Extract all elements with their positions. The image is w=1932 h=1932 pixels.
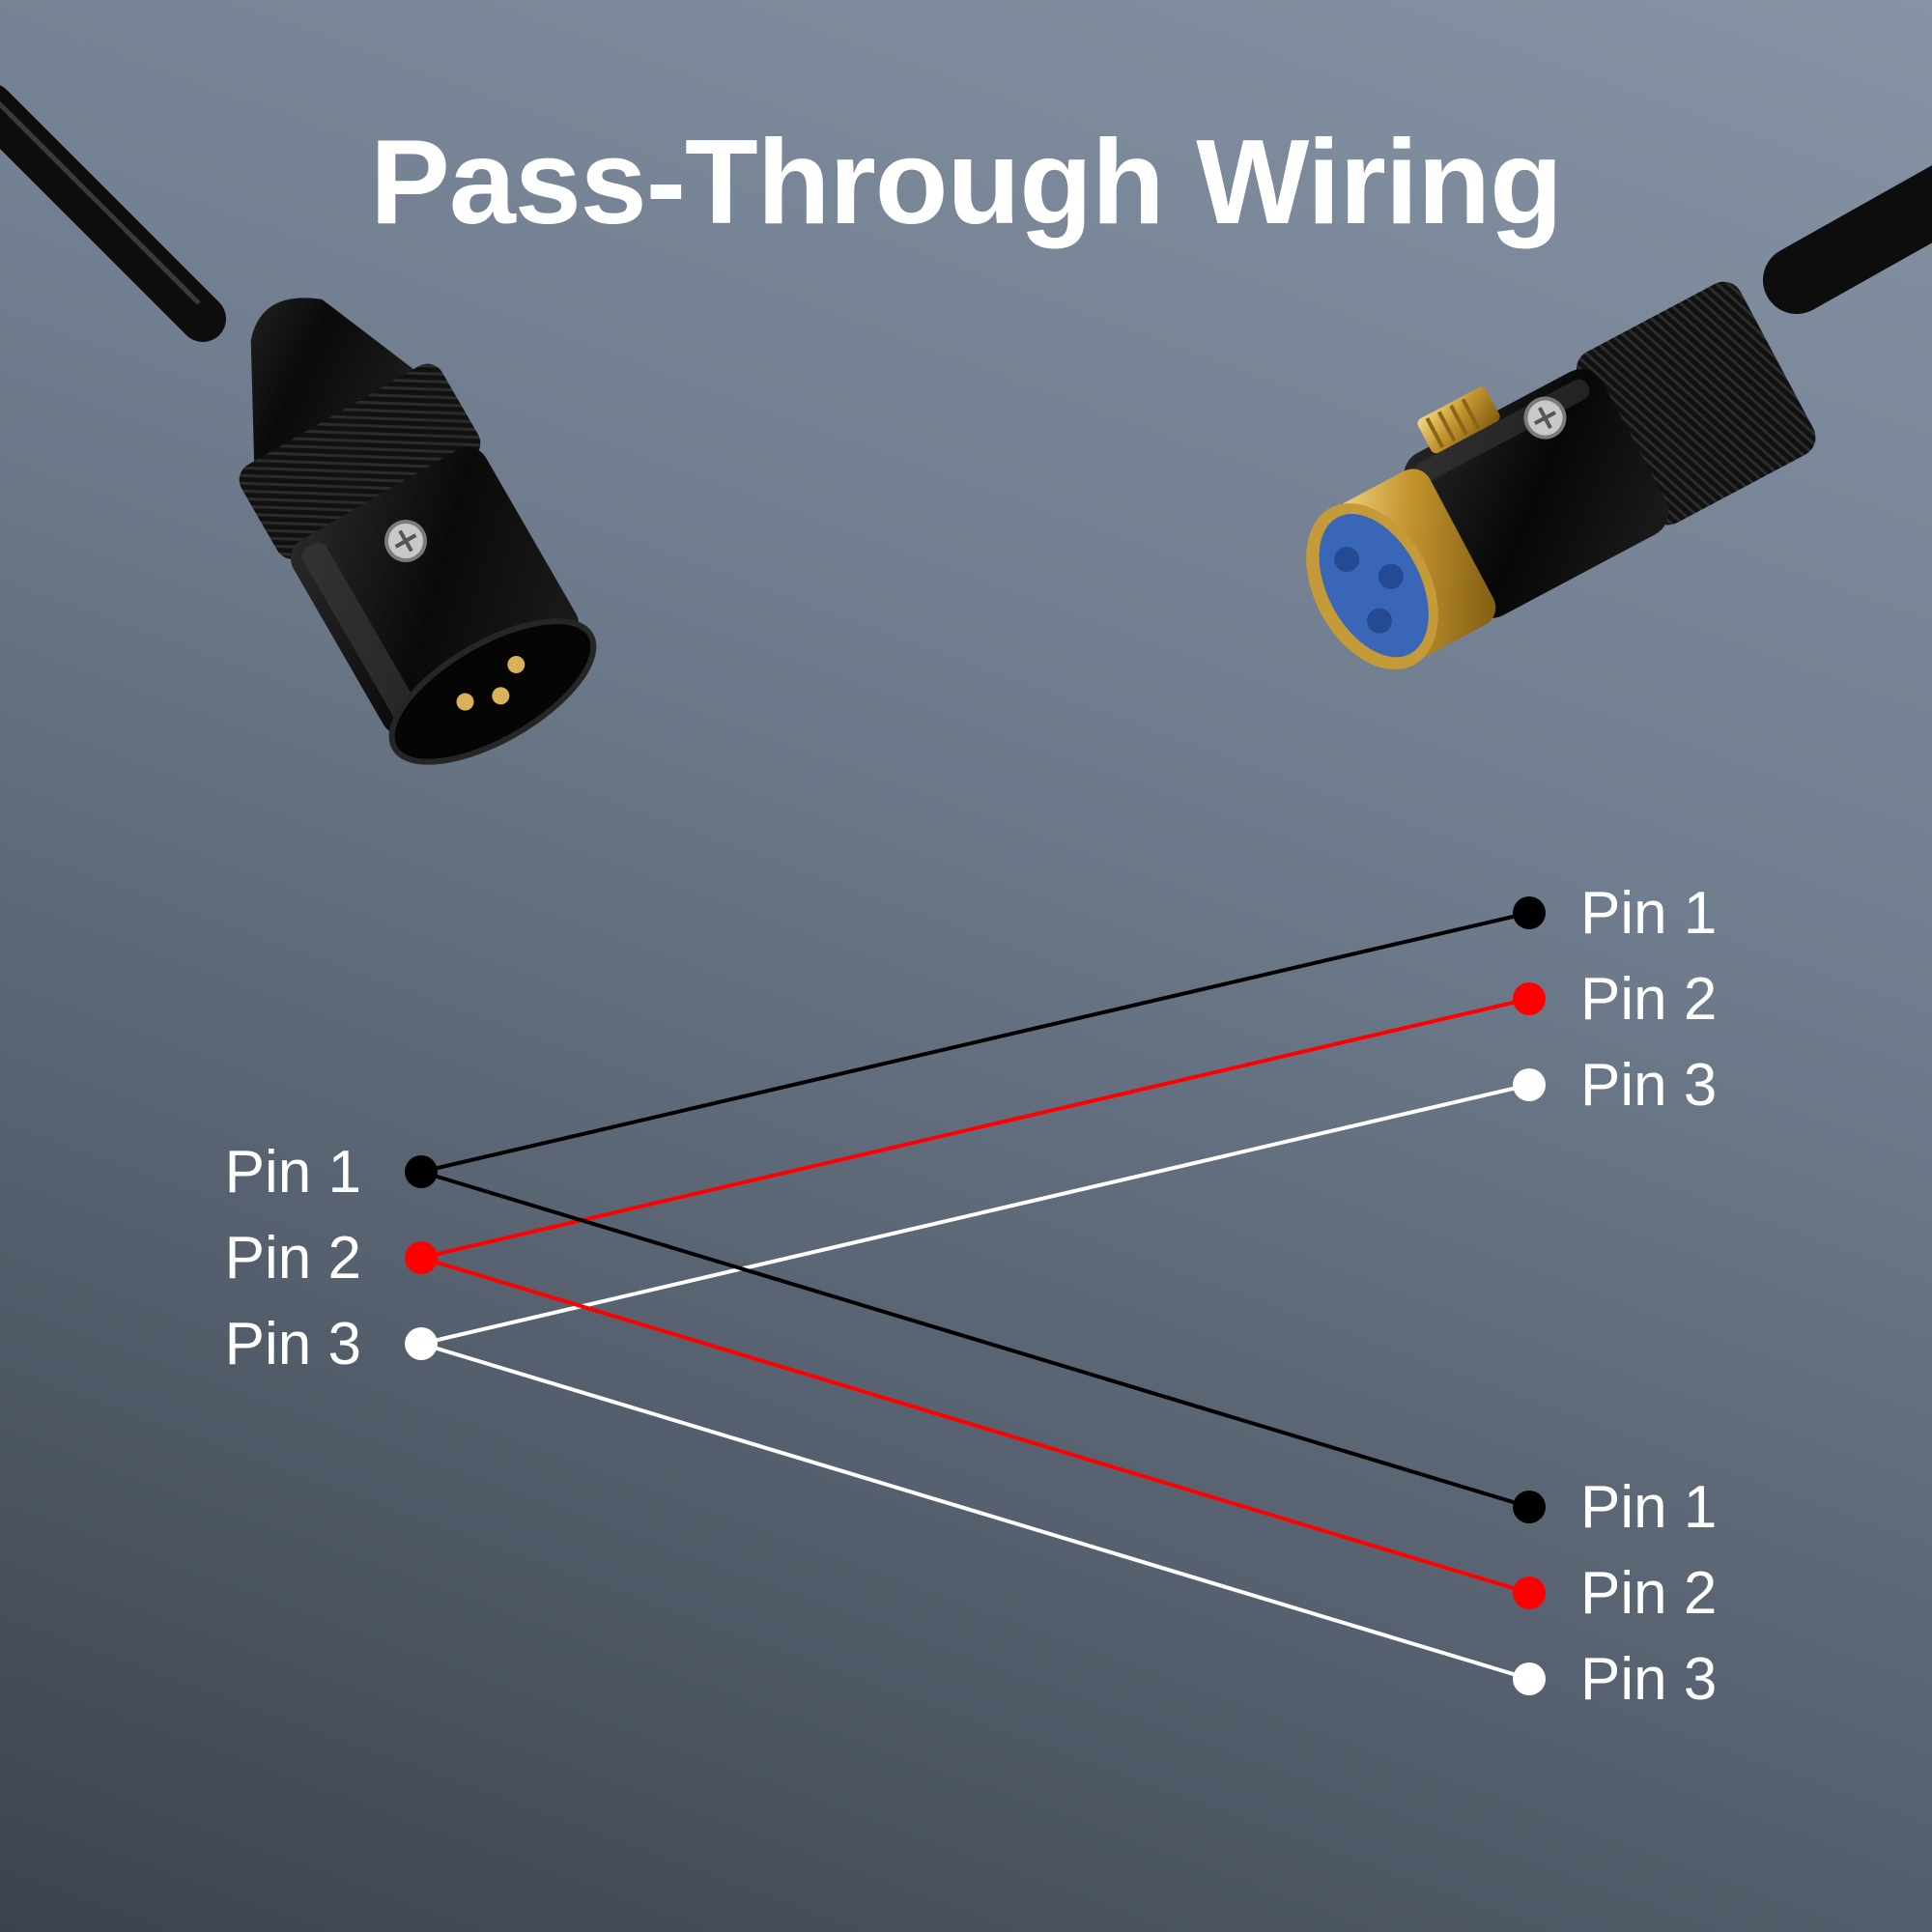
lower-pin1-dot: [1513, 1491, 1546, 1523]
wire-source-pin2-to-lower-pin2: [420, 1256, 1530, 1595]
lower-pin1-label: Pin 1: [1580, 1474, 1718, 1541]
xlr-male-connector-icon: [0, 85, 597, 765]
lower-pin3-dot: [1513, 1662, 1546, 1695]
upper-pin3-dot: [1513, 1068, 1546, 1101]
wire-source-pin3-to-lower-pin3: [420, 1342, 1530, 1681]
source-pin1-dot: [405, 1155, 438, 1188]
upper-pin3-label: Pin 3: [1580, 1052, 1718, 1119]
wire-source-pin1-to-lower-pin1: [420, 1170, 1530, 1509]
upper-pin2-dot: [1513, 982, 1546, 1015]
source-pin3-dot: [405, 1327, 438, 1360]
source-pin2-dot: [405, 1241, 438, 1274]
wire-source-pin1-to-upper-pin1: [420, 911, 1530, 1174]
upper-pin1-label: Pin 1: [1580, 880, 1718, 947]
source-pin2-label: Pin 2: [224, 1225, 361, 1292]
page-title: Pass-Through Wiring: [370, 116, 1563, 249]
lower-pin2-dot: [1513, 1577, 1546, 1609]
wire-source-pin3-to-upper-pin3: [420, 1083, 1530, 1346]
upper-pin1-dot: [1513, 896, 1546, 929]
wire-source-pin2-to-upper-pin2: [420, 997, 1530, 1260]
lower-pin3-label: Pin 3: [1580, 1646, 1718, 1713]
upper-pin2-label: Pin 2: [1580, 966, 1718, 1033]
lower-pin2-label: Pin 2: [1580, 1560, 1718, 1627]
source-pin3-label: Pin 3: [224, 1311, 361, 1378]
source-pin1-label: Pin 1: [224, 1139, 361, 1206]
xlr-female-connector-icon: [1306, 165, 1932, 670]
